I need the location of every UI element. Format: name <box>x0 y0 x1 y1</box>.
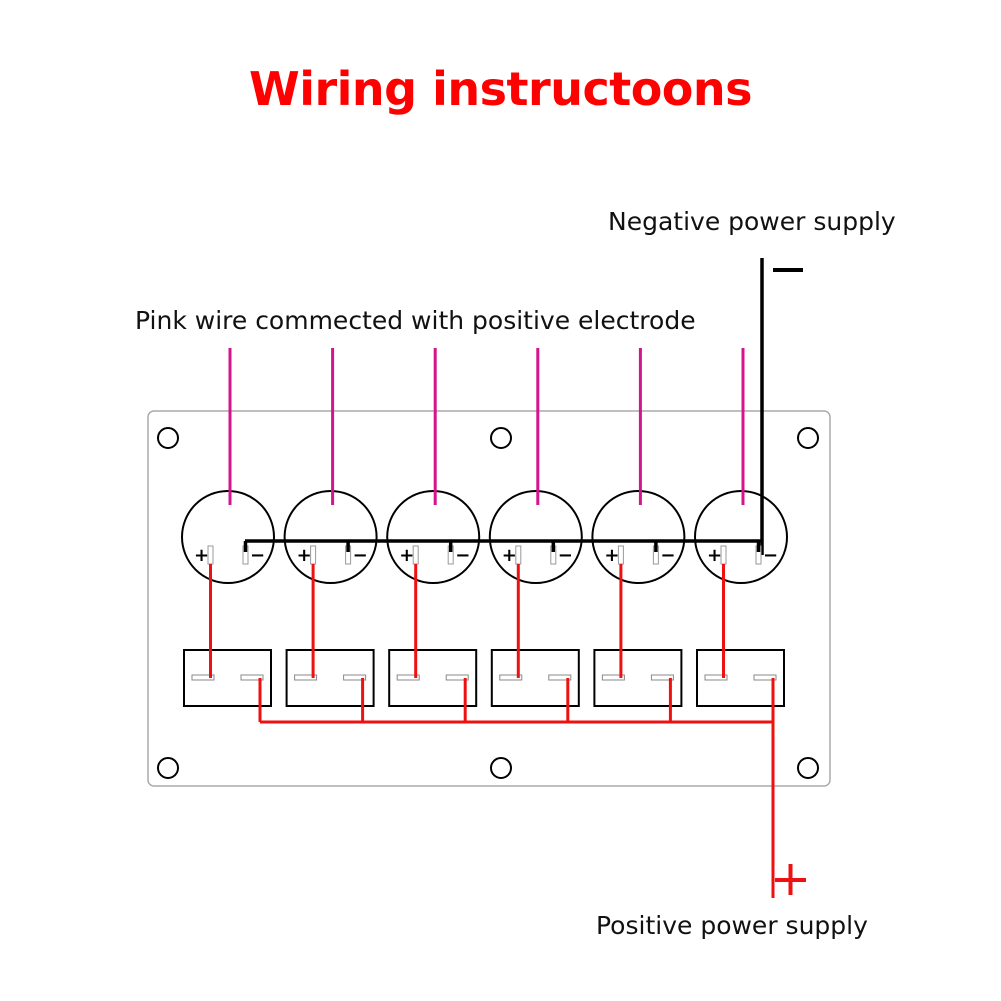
minus-glyph: − <box>763 545 778 566</box>
mount-hole <box>797 427 819 449</box>
socket-pin-right <box>753 674 777 681</box>
socket-box <box>696 649 785 707</box>
plus-glyph: + <box>604 545 619 566</box>
mount-hole <box>797 757 819 779</box>
positive-supply-label: Positive power supply <box>596 911 868 940</box>
switch-circle <box>386 490 481 584</box>
socket-pin-left <box>704 674 728 681</box>
plus-glyph: + <box>194 545 209 566</box>
plus-glyph: + <box>502 545 517 566</box>
socket-pin-right <box>445 674 469 681</box>
socket-pin-right <box>650 674 674 681</box>
minus-glyph: − <box>353 545 368 566</box>
mount-hole <box>157 427 179 449</box>
socket-pin-left <box>601 674 625 681</box>
switch-circle <box>694 490 788 584</box>
pink-wire-label: Pink wire commected with positive electr… <box>135 306 696 335</box>
socket-pin-left <box>294 674 318 681</box>
switch-circle <box>488 490 583 584</box>
mount-hole <box>490 427 512 449</box>
socket-pin-left <box>191 674 215 681</box>
mount-hole <box>490 757 512 779</box>
socket-pin-right <box>240 674 264 681</box>
switch-circle <box>591 490 686 584</box>
socket-pin-right <box>343 674 367 681</box>
page-title: Wiring instructoons <box>248 62 753 116</box>
socket-box <box>388 649 478 707</box>
panel-outline <box>147 410 831 787</box>
plus-glyph: + <box>707 545 722 566</box>
negative-supply-label: Negative power supply <box>608 207 896 236</box>
minus-glyph: − <box>250 545 265 566</box>
socket-box <box>285 649 375 707</box>
switch-circle <box>181 490 275 584</box>
socket-box <box>593 649 683 707</box>
minus-glyph: − <box>558 545 573 566</box>
mount-hole <box>157 757 179 779</box>
socket-pin-right <box>548 674 572 681</box>
plus-glyph: + <box>399 545 414 566</box>
socket-pin-left <box>499 674 523 681</box>
socket-box <box>490 649 580 707</box>
socket-box <box>183 649 272 707</box>
minus-glyph: − <box>455 545 470 566</box>
socket-pin-left <box>396 674 420 681</box>
plus-glyph: + <box>297 545 312 566</box>
minus-glyph: − <box>660 545 675 566</box>
switch-circle <box>283 490 378 584</box>
